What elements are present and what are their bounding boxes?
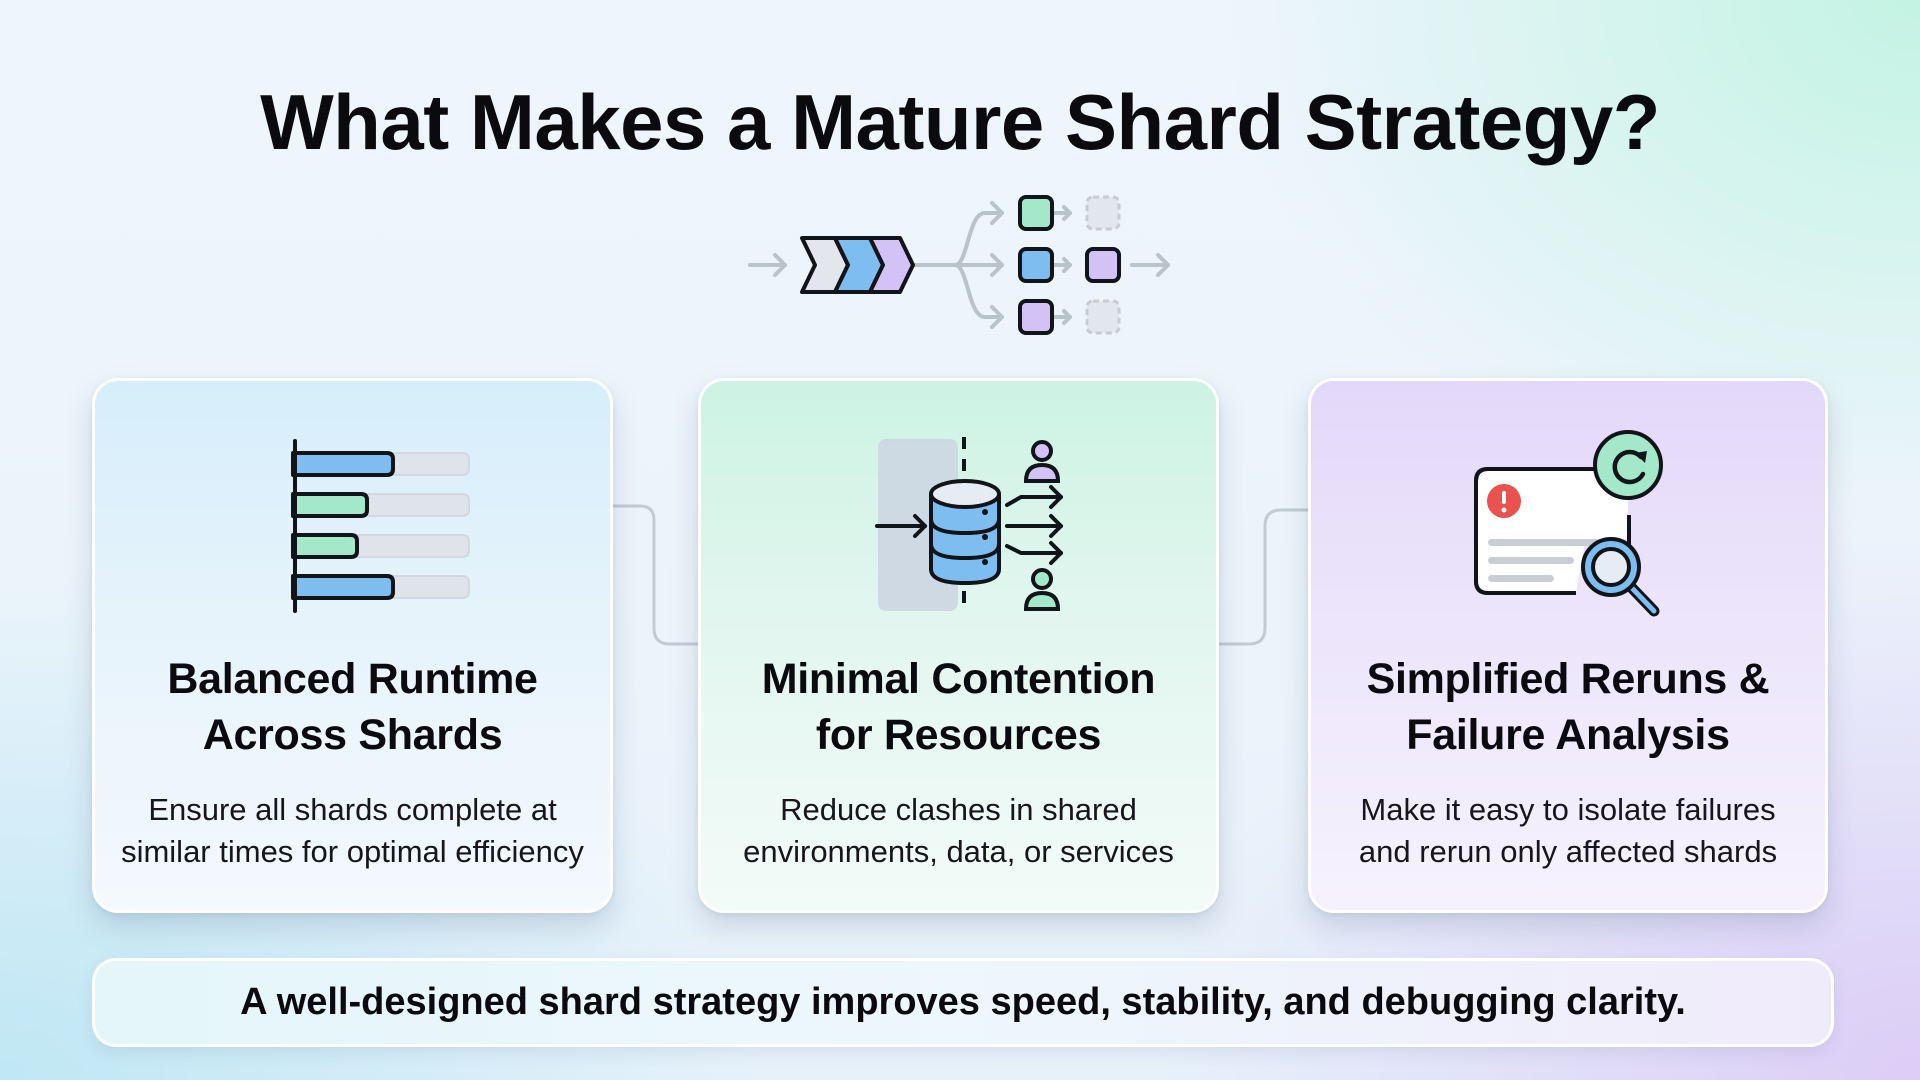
card-balanced-runtime: Balanced Runtime Across Shards Ensure al… (92, 378, 613, 913)
card-heading: Minimal Contention for Resources (761, 655, 1156, 759)
card-heading: Balanced Runtime Across Shards (167, 655, 538, 759)
shard-pipeline-icon (748, 195, 1170, 335)
balanced-bars-icon (290, 439, 470, 613)
connector-line (612, 504, 702, 646)
connector-line (1219, 508, 1311, 646)
card-description: Reduce clashes in shared environments, d… (743, 792, 1174, 869)
page-title: What Makes a Mature Shard Strategy? (260, 78, 1660, 166)
card-simplified-reruns: Simplified Reruns & Failure Analysis Mak… (1308, 378, 1828, 913)
card-heading: Simplified Reruns & Failure Analysis (1366, 655, 1770, 759)
card-minimal-contention: Minimal Contention for Resources Reduce … (698, 378, 1219, 913)
card-description: Ensure all shards complete at similar ti… (121, 792, 584, 869)
summary-text: A well-designed shard strategy improves … (240, 981, 1686, 1023)
card-description: Make it easy to isolate failures and rer… (1358, 792, 1778, 869)
summary-banner: A well-designed shard strategy improves … (92, 958, 1834, 1047)
rerun-failure-analysis-icon (1474, 430, 1663, 617)
database-contention-icon (874, 437, 1063, 611)
